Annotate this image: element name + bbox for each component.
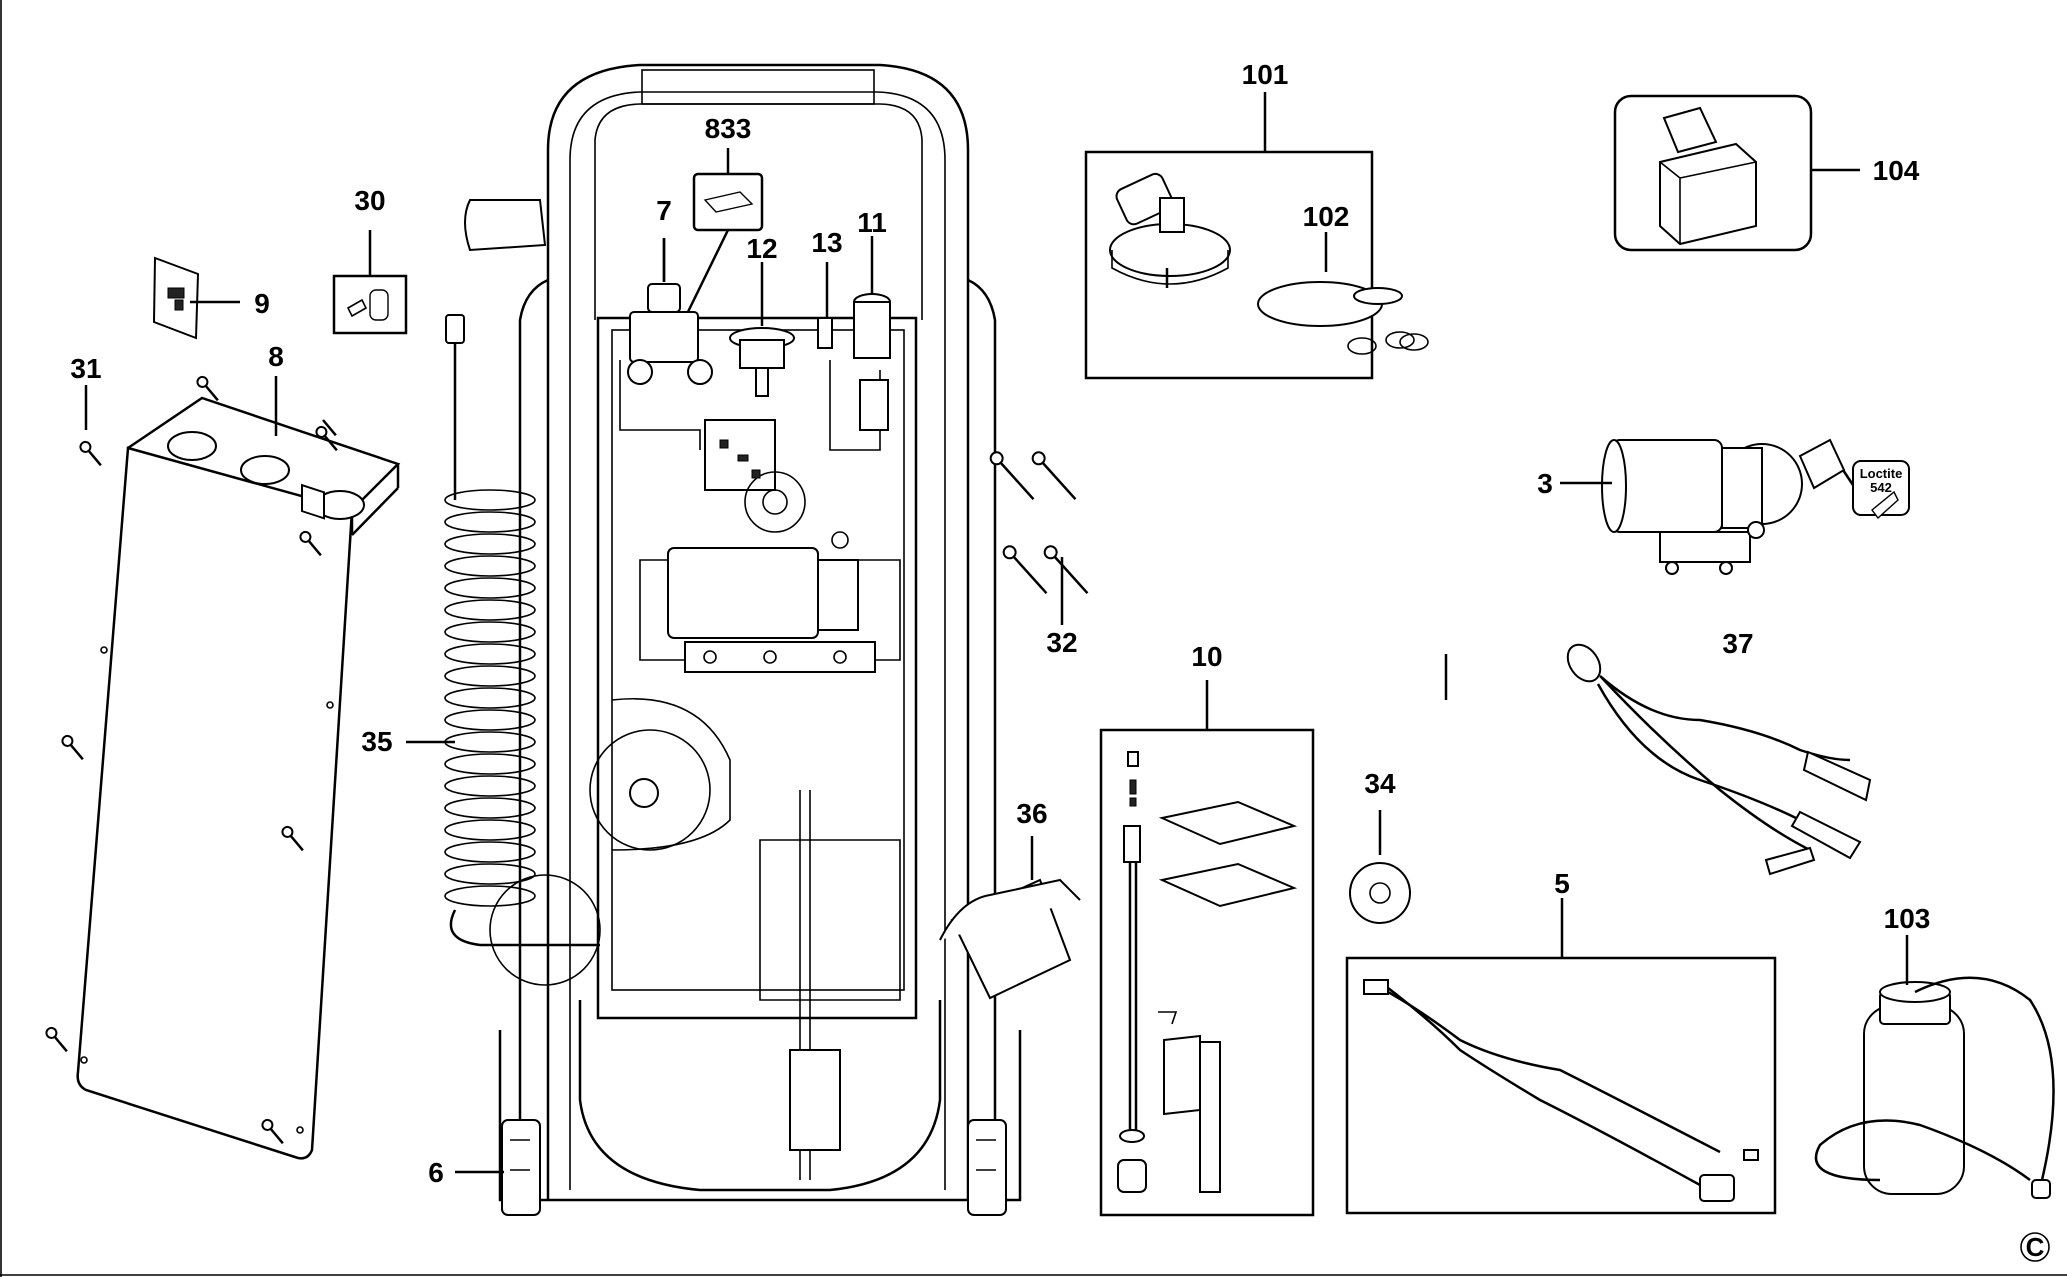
callout-37: 37 xyxy=(1722,628,1753,659)
leader-lines xyxy=(84,238,1064,1174)
callout-5: 5 xyxy=(1554,868,1570,899)
button-part xyxy=(853,236,891,431)
callout-32: 32 xyxy=(1046,627,1077,658)
callout-13: 13 xyxy=(811,227,842,258)
float-switch-box xyxy=(1099,680,1315,1217)
callout-34: 34 xyxy=(1364,768,1396,799)
callout-102: 102 xyxy=(1303,201,1350,232)
sensor-part xyxy=(817,262,833,349)
callout-6: 6 xyxy=(428,1157,444,1188)
callout-103: 103 xyxy=(1884,903,1931,934)
side-panel-part xyxy=(76,396,401,1160)
callout-8: 8 xyxy=(268,341,284,372)
loctite-label-line1: Loctite xyxy=(1860,466,1903,481)
callout-101: 101 xyxy=(1242,59,1289,90)
wiring-harness-box xyxy=(1345,898,1777,1215)
callout-11: 11 xyxy=(857,207,887,238)
callout-10: 10 xyxy=(1191,641,1222,672)
bottle-part xyxy=(1814,935,2055,1199)
callout-104: 104 xyxy=(1873,155,1920,186)
carton-box-part xyxy=(1613,94,1860,252)
switch-box-part xyxy=(332,230,408,335)
callout-30: 30 xyxy=(354,185,385,216)
clamp-cable-part xyxy=(1444,643,1872,876)
callout-833: 833 xyxy=(705,113,752,144)
callout-3: 3 xyxy=(1537,468,1553,499)
callout-12: 12 xyxy=(746,233,777,264)
callout-31: 31 xyxy=(70,353,101,384)
callout-7: 7 xyxy=(656,195,672,226)
small-plate-part xyxy=(152,256,240,340)
pump-motor-part xyxy=(1560,438,1910,575)
coiled-hose-part xyxy=(444,314,600,947)
loctite-label-line2: 542 xyxy=(1870,480,1892,495)
copyright-letter: C xyxy=(2026,1232,2045,1262)
copyright-mark: C xyxy=(2020,1232,2050,1262)
callout-9: 9 xyxy=(254,288,270,319)
valve-part xyxy=(627,238,713,385)
filter-part xyxy=(939,836,1081,1000)
main-unit-body xyxy=(464,63,1022,1216)
screws-part xyxy=(45,375,1089,1145)
washer-part xyxy=(1349,810,1411,924)
callout-labels: 101 833 104 30 7 12 13 11 102 9 31 8 3 3… xyxy=(70,59,1930,1188)
nozzle-kit-box xyxy=(1084,92,1429,380)
callout-35: 35 xyxy=(361,726,392,757)
gauge-part xyxy=(729,262,795,397)
clip-box-part xyxy=(683,148,764,319)
callout-36: 36 xyxy=(1016,798,1047,829)
